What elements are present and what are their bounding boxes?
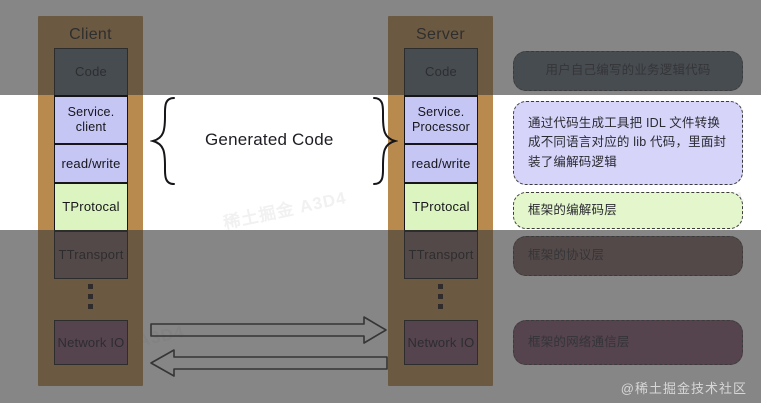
note-protocol-layer[interactable]: 框架的协议层	[513, 236, 743, 276]
client-box-code[interactable]: Code	[54, 48, 128, 96]
client-box-read-write[interactable]: read/write	[54, 144, 128, 183]
note-codec-layer[interactable]: 框架的编解码层	[513, 192, 743, 229]
server-box-service-processor-label: Service.Processor	[411, 105, 471, 134]
response-arrow-left	[148, 349, 388, 377]
note-network-layer[interactable]: 框架的网络通信层	[513, 320, 743, 365]
server-title: Server	[416, 26, 465, 43]
corner-watermark: @稀土掘金技术社区	[620, 381, 747, 396]
client-title: Client	[69, 26, 112, 43]
note-business-logic[interactable]: 用户自己编写的业务逻辑代码	[513, 51, 743, 91]
client-box-tprotocal[interactable]: TProtocal	[54, 183, 128, 231]
server-box-network-io[interactable]: Network IO	[404, 320, 478, 365]
client-box-service-client-label: Service.client	[67, 105, 115, 134]
server-ellipsis-icon	[437, 284, 443, 314]
note-idl-codegen[interactable]: 通过代码生成工具把 IDL 文件转换成不同语言对应的 lib 代码，里面封装了编…	[513, 101, 743, 185]
client-box-service-client[interactable]: Service.client	[54, 96, 128, 144]
left-brace-icon	[150, 96, 178, 186]
generated-code-label: Generated Code	[205, 130, 334, 149]
client-ellipsis-icon	[87, 284, 93, 314]
server-box-tprotocal[interactable]: TProtocal	[404, 183, 478, 231]
server-box-service-processor[interactable]: Service.Processor	[404, 96, 478, 144]
right-brace-icon	[370, 96, 398, 186]
client-box-ttransport[interactable]: TTransport	[54, 231, 128, 279]
request-arrow-right	[150, 316, 388, 344]
server-box-code[interactable]: Code	[404, 48, 478, 96]
server-box-ttransport[interactable]: TTransport	[404, 231, 478, 279]
client-box-network-io[interactable]: Network IO	[54, 320, 128, 365]
server-box-read-write[interactable]: read/write	[404, 144, 478, 183]
